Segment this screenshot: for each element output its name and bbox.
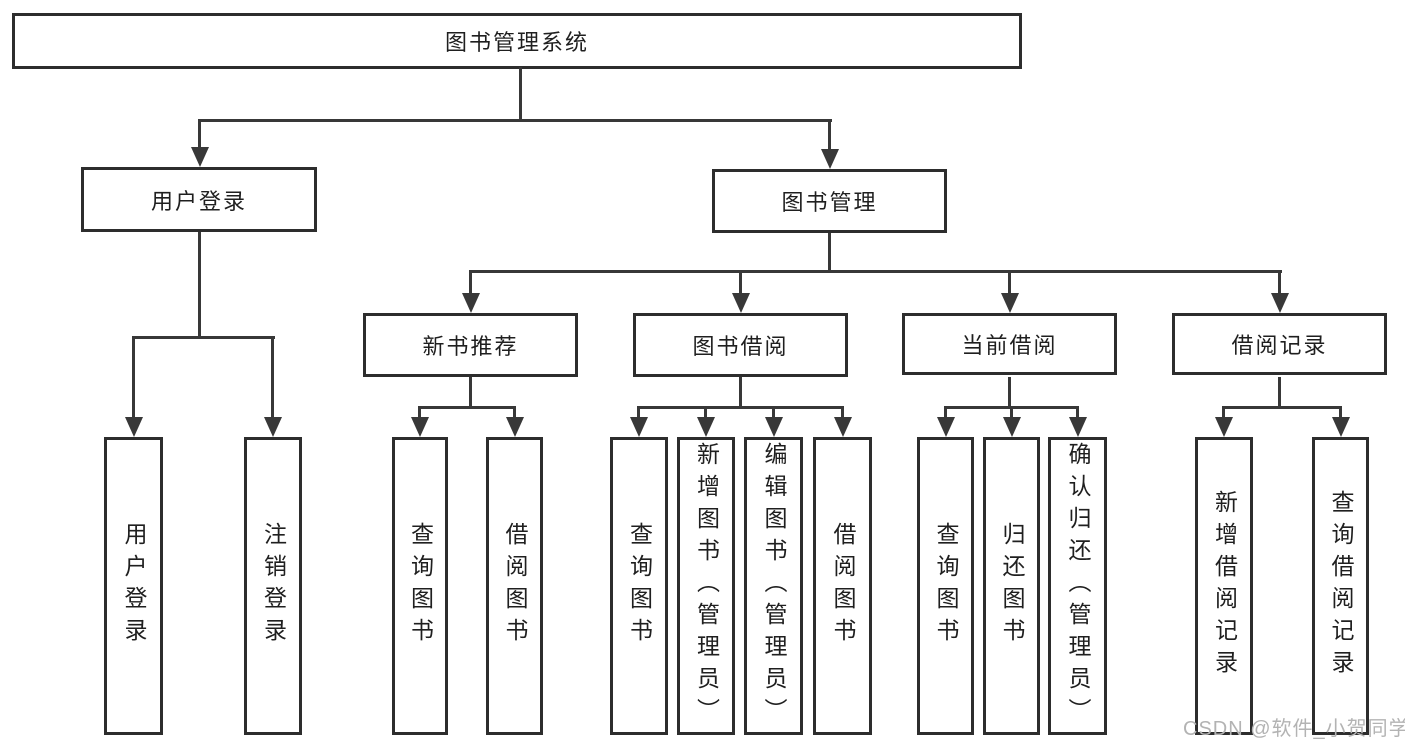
arrow-down-icon [462, 293, 480, 313]
node-label: 归还图书 [999, 522, 1025, 650]
arrow-down-icon [1069, 417, 1087, 437]
connector-vline [469, 377, 472, 406]
connector-hline [198, 119, 832, 122]
arrow-down-icon [732, 293, 750, 313]
connector-vline [469, 270, 472, 295]
connector-vline [1278, 377, 1281, 406]
node-root-system: 图书管理系统 [12, 13, 1022, 69]
arrow-down-icon [1271, 293, 1289, 313]
arrow-down-icon [1001, 293, 1019, 313]
node-label: 新增图书（管理员） [693, 442, 720, 730]
connector-hline [469, 270, 1282, 273]
connector-vline [772, 406, 775, 419]
node-new-book-recommend: 新书推荐 [363, 313, 578, 377]
node-label: 查询图书 [933, 522, 959, 650]
arrow-down-icon [697, 417, 715, 437]
connector-vline [637, 406, 640, 419]
node-label: 用户登录 [150, 188, 247, 214]
node-label: 图书管理 [781, 190, 878, 215]
leaf-add-borrow-record: 新增借阅记录 [1195, 437, 1253, 735]
arrow-down-icon [191, 147, 209, 167]
arrow-down-icon [765, 417, 783, 437]
node-label: 查询图书 [626, 522, 653, 650]
connector-vline [1076, 406, 1079, 419]
leaf-query-book-borrow: 查询图书 [610, 437, 668, 735]
leaf-borrow-book-recommend: 借阅图书 [486, 437, 543, 735]
node-label: 编辑图书（管理员） [761, 442, 787, 730]
leaf-borrow-book: 借阅图书 [813, 437, 872, 735]
leaf-return-book: 归还图书 [983, 437, 1040, 735]
node-label: 图书借阅 [692, 334, 789, 359]
arrow-down-icon [264, 417, 282, 437]
connector-vline [704, 406, 707, 419]
node-label: 注销登录 [260, 522, 287, 650]
connector-vline [519, 67, 522, 119]
leaf-add-book-admin: 新增图书（管理员） [677, 437, 735, 735]
connector-vline [1222, 406, 1225, 419]
leaf-edit-book-admin: 编辑图书（管理员） [744, 437, 803, 735]
node-current-borrow: 当前借阅 [902, 313, 1117, 375]
node-label: 当前借阅 [961, 333, 1058, 358]
arrow-down-icon [834, 417, 852, 437]
arrow-down-icon [1332, 417, 1350, 437]
connector-vline [828, 233, 831, 270]
arrow-down-icon [125, 417, 143, 437]
node-borrow-record: 借阅记录 [1172, 313, 1387, 375]
connector-hline [418, 406, 516, 409]
connector-vline [739, 377, 742, 406]
connector-vline [828, 119, 831, 151]
node-book-borrow: 图书借阅 [633, 313, 848, 377]
node-label: 新书推荐 [422, 334, 519, 359]
node-label: 确认归还（管理员） [1065, 442, 1091, 730]
node-label: 用户登录 [121, 522, 147, 650]
node-label: 查询图书 [407, 522, 434, 650]
connector-vline [1008, 377, 1011, 406]
connector-vline [198, 119, 201, 149]
node-label: 图书管理系统 [444, 30, 589, 55]
arrow-down-icon [411, 417, 429, 437]
leaf-confirm-return-admin: 确认归还（管理员） [1048, 437, 1107, 735]
watermark: CSDN @软件_小贺同学 [1183, 718, 1405, 740]
connector-vline [944, 406, 947, 419]
arrow-down-icon [821, 149, 839, 169]
leaf-query-book-current: 查询图书 [917, 437, 974, 735]
node-label: 查询借阅记录 [1328, 490, 1354, 682]
connector-vline [1008, 270, 1011, 295]
arrow-down-icon [506, 417, 524, 437]
node-book-management: 图书管理 [712, 169, 947, 233]
leaf-query-book-recommend: 查询图书 [392, 437, 448, 735]
connector-vline [739, 270, 742, 295]
arrow-down-icon [937, 417, 955, 437]
node-label: 借阅图书 [502, 522, 528, 650]
connector-vline [198, 232, 201, 336]
connector-hline [1222, 406, 1342, 409]
connector-vline [271, 336, 274, 419]
connector-hline [637, 406, 843, 409]
node-user-login: 用户登录 [81, 167, 317, 232]
connector-hline [132, 336, 275, 339]
connector-vline [1278, 270, 1281, 295]
leaf-query-borrow-record: 查询借阅记录 [1312, 437, 1369, 735]
arrow-down-icon [1003, 417, 1021, 437]
arrow-down-icon [630, 417, 648, 437]
connector-vline [132, 336, 135, 419]
leaf-logout: 注销登录 [244, 437, 302, 735]
connector-vline [513, 406, 516, 419]
leaf-user-login: 用户登录 [104, 437, 163, 735]
connector-vline [841, 406, 844, 419]
connector-vline [1339, 406, 1342, 419]
arrow-down-icon [1215, 417, 1233, 437]
node-label: 借阅图书 [830, 522, 856, 650]
connector-vline [418, 406, 421, 419]
node-label: 借阅记录 [1231, 333, 1328, 358]
node-label: 新增借阅记录 [1211, 490, 1238, 682]
connector-vline [1010, 406, 1013, 419]
